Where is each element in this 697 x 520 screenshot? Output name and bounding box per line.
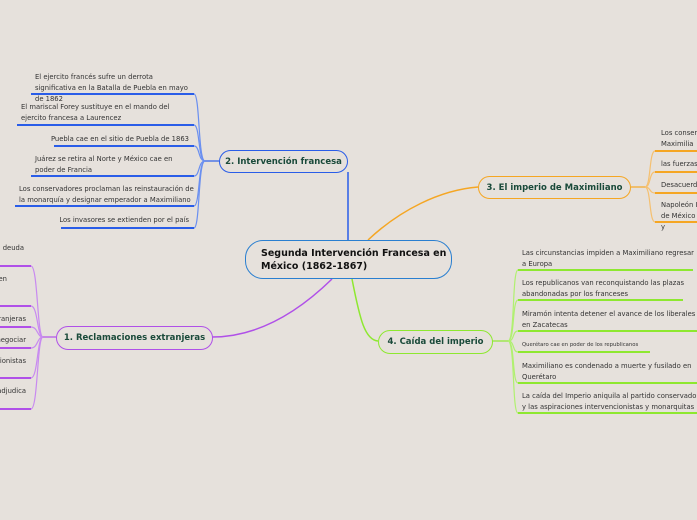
topic-item[interactable]: Las circunstancias impiden a Maximiliano… <box>522 249 694 268</box>
topic-item[interactable]: Puebla cae en el sitio de Puebla de 1863 <box>50 135 189 143</box>
topic-item[interactable]: a deuda <box>0 244 24 252</box>
topic-item[interactable]: Los invasores se extienden por el país <box>59 216 189 224</box>
topic-item[interactable]: Querétaro cae en poder de los republican… <box>522 342 639 348</box>
branch-intervencion-francesa[interactable]: 2. Intervención francesa <box>219 150 348 173</box>
topic-item[interactable]: Maximiliano es condenado a muerte y fusi… <box>522 362 692 381</box>
topic-item[interactable]: Los republicanos van reconquistando las … <box>522 279 685 298</box>
topic-item[interactable]: en <box>0 275 7 283</box>
branch-imperio-maximiliano[interactable]: 3. El imperio de Maximiliano <box>478 176 631 199</box>
topic-item[interactable]: Desacuerdo <box>661 181 697 189</box>
central-topic[interactable]: Segunda Intervención Francesa en México … <box>245 240 452 279</box>
topic-item[interactable]: Juárez se retira al Norte y México cae e… <box>35 155 173 174</box>
topic-item[interactable]: Napoleón I de México y <box>661 201 697 231</box>
topic-item[interactable]: cionistas <box>0 357 26 365</box>
topic-item[interactable]: El mariscal Forey sustituye en el mando … <box>21 103 170 122</box>
topic-item[interactable]: adjudica <box>0 387 26 395</box>
topic-item[interactable]: La caída del Imperio aniquila al partido… <box>522 392 697 411</box>
branch-caida-imperio[interactable]: 4. Caída del imperio <box>378 330 493 354</box>
topic-item[interactable]: las fuerzas <box>661 160 697 168</box>
topic-item[interactable]: Los conservadores proclaman las reinstau… <box>19 185 194 204</box>
topic-item[interactable]: ranjeras <box>0 315 26 323</box>
topic-item[interactable]: negociar <box>0 336 26 344</box>
topic-item[interactable]: Miramón intenta detener el avance de los… <box>522 310 696 329</box>
topic-item[interactable]: El ejercito francés sufre un derrota sig… <box>35 73 188 103</box>
branch-reclamaciones-extranjeras[interactable]: 1. Reclamaciones extranjeras <box>56 326 213 350</box>
topic-item[interactable]: Los conserv a Maximilia <box>661 129 697 148</box>
